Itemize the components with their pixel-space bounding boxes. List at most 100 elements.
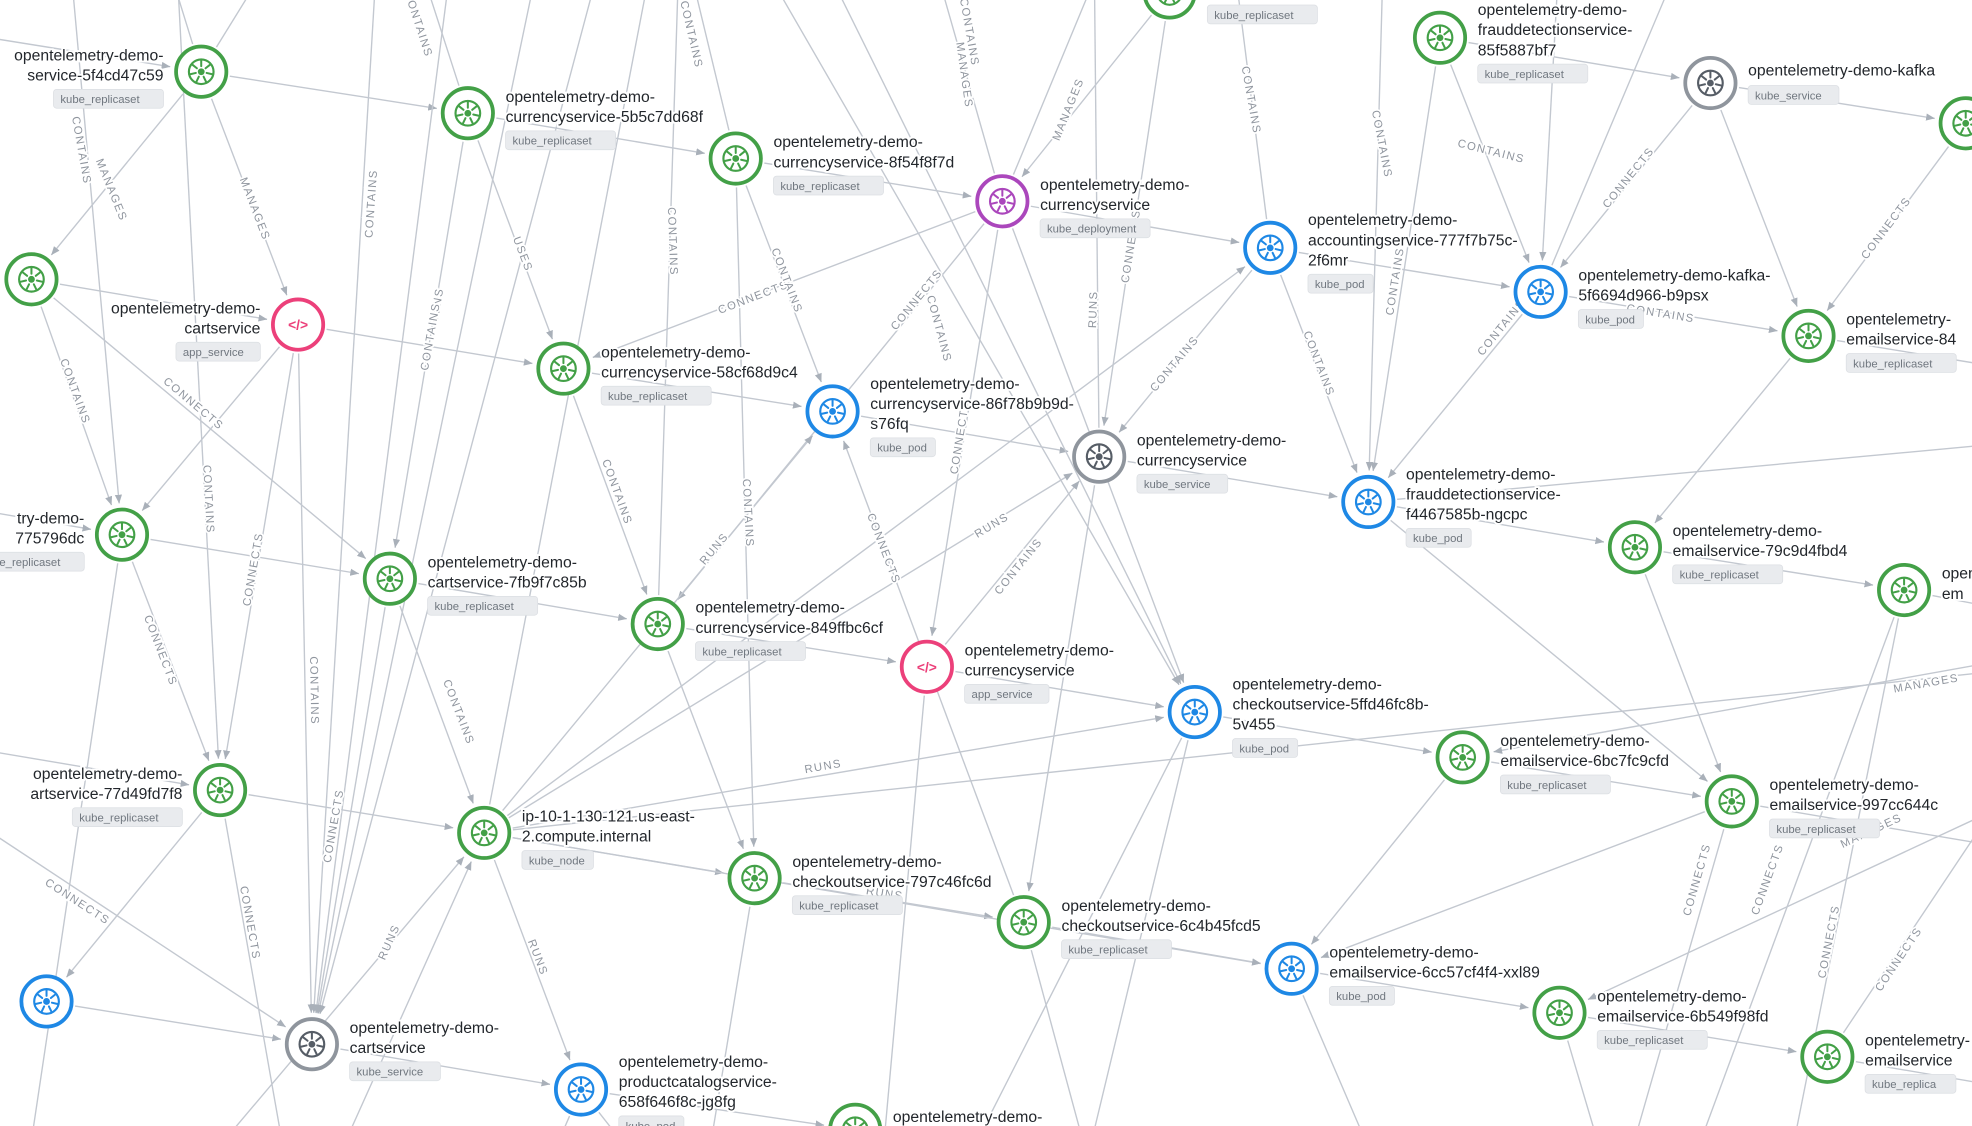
graph-node-n20[interactable]: opentelemetry-demo-cartservice-7fb9f7c85… [362, 551, 589, 616]
graph-edge[interactable] [1932, 594, 1972, 636]
graph-edge[interactable] [327, 861, 472, 1126]
graph-edge[interactable] [131, 561, 210, 761]
graph-edge[interactable] [74, 1005, 282, 1042]
graph-edge[interactable] [141, 346, 281, 512]
graph-edge[interactable] [1569, 295, 1778, 333]
graph-edge[interactable] [1390, 519, 1708, 782]
graph-edge[interactable] [506, 266, 1246, 817]
graph-edge[interactable] [224, 818, 289, 1126]
graph-edge[interactable] [40, 306, 113, 506]
graph-edge[interactable] [1310, 779, 1445, 945]
graph-node-n21[interactable]: opentelemetry-demo-currencyservice-849ff… [630, 596, 886, 661]
graph-edge[interactable] [229, 75, 438, 111]
graph-edge[interactable] [1370, 66, 1437, 472]
graph-edge[interactable] [69, 0, 122, 504]
graph-node-n27[interactable]: ip-10-1-130-121.us-east-2.compute.intern… [457, 805, 697, 870]
graph-edge[interactable] [1026, 485, 1096, 892]
graph-edge[interactable] [0, 805, 287, 1028]
graph-edge[interactable] [314, 607, 386, 1014]
graph-node-n24[interactable]: opentelemetry-demo-emailservice-6bc7fc9c… [1435, 730, 1671, 795]
graph-edge[interactable] [223, 353, 294, 760]
graph-node-n35[interactable]: opentelemetry-demo-productcatalogservice… [553, 1052, 779, 1126]
graph-edge[interactable] [572, 395, 648, 595]
graph-edge[interactable] [326, 328, 533, 366]
graph-edge[interactable] [1720, 109, 1798, 307]
graph-edge[interactable] [1365, 0, 1383, 471]
graph-edge[interactable] [1493, 654, 1972, 754]
graph-edge[interactable] [598, 1111, 654, 1126]
graph-node-n26[interactable]: opentelemetry-demo-artservice-77d49fd7f8… [28, 763, 248, 827]
graph-edge[interactable] [1559, 105, 1693, 268]
graph-edge[interactable] [929, 229, 999, 636]
graph-edge[interactable] [310, 0, 378, 1014]
graph-edge[interactable] [931, 0, 996, 174]
graph-edge[interactable] [53, 297, 367, 560]
graph-edge[interactable] [1587, 790, 1972, 1001]
graph-edge[interactable] [150, 538, 360, 576]
graph-edge[interactable] [956, 737, 1183, 1126]
graph-node-n19[interactable]: try-demo-775796dckube_replicaset [0, 507, 150, 572]
graph-node-n1[interactable]: opentelemetry-demo-service-5f4cd47c59kub… [12, 44, 229, 109]
graph-edge[interactable] [1030, 949, 1094, 1126]
graph-edge[interactable] [297, 353, 315, 1014]
graph-edge[interactable] [667, 650, 745, 850]
graph-edge[interactable] [1685, 616, 1895, 1126]
graph-edge[interactable] [50, 93, 184, 256]
graph-node-n18[interactable]: opentelemetry-em [1877, 563, 1972, 618]
graph-node-n30[interactable]: opentelemetry-demo-emailservice-6cc57cf4… [1264, 941, 1542, 1006]
graph-node-n5[interactable]: opentelemetry-demo-accountingservice-777… [1243, 210, 1520, 294]
graph-edge[interactable] [1021, 14, 1153, 178]
graph-edge[interactable] [392, 141, 464, 548]
graph-edge[interactable] [477, 140, 554, 340]
graph-edge[interactable] [1397, 440, 1972, 501]
graph-node-n12[interactable]: </>opentelemetry-demo-cartserviceapp_ser… [109, 297, 326, 362]
graph-edge[interactable] [318, 0, 604, 1015]
graph-edge[interactable] [59, 283, 268, 322]
graph-edge[interactable] [1551, 0, 1685, 266]
graph-edge[interactable] [1093, 0, 1100, 428]
graph-edge[interactable] [163, 0, 194, 45]
graph-edge[interactable] [1539, 0, 1559, 261]
graph-edge[interactable] [313, 0, 453, 1014]
graph-edge[interactable] [955, 670, 1164, 709]
graph-edge[interactable] [1127, 460, 1338, 499]
graph-edge[interactable] [657, 0, 679, 596]
graph-edge[interactable] [944, 480, 1080, 645]
graph-edge[interactable] [1760, 805, 1972, 853]
graph-edge[interactable] [25, 563, 119, 1126]
graph-node-n28[interactable]: opentelemetry-demo-checkoutservice-797c4… [727, 851, 993, 916]
graph-node-n14[interactable]: opentelemetry-demo-currencyservice-86f78… [805, 374, 1076, 458]
graph-node-n13[interactable]: opentelemetry-demo-currencyservice-58cf6… [536, 341, 800, 406]
graph-node-n34[interactable]: opentelemetry-demo-cartservicekube_servi… [284, 1017, 501, 1082]
graph-edge[interactable] [176, 0, 222, 759]
graph-edge[interactable] [65, 812, 203, 978]
graph-edge[interactable] [215, 0, 276, 48]
graph-edge[interactable] [1842, 780, 1972, 1034]
graph-node-n17[interactable]: opentelemetry-demo-emailservice-79c9d4fb… [1607, 520, 1850, 585]
graph-edge[interactable] [1468, 41, 1680, 80]
graph-edge[interactable] [1826, 146, 1950, 312]
graph-edge[interactable] [0, 501, 92, 532]
graph-edge[interactable] [1082, 740, 1189, 1126]
graph-edge[interactable] [1223, 716, 1432, 755]
graph-edge[interactable] [1280, 274, 1358, 473]
graph-edge[interactable] [512, 715, 1164, 829]
graph-edge[interactable] [1012, 0, 1106, 175]
graph-edge[interactable] [1622, 829, 1725, 1126]
graph-edge[interactable] [1644, 574, 1722, 773]
graph-edge[interactable] [493, 859, 571, 1061]
graph-node-n7[interactable]: opentelemetry-demo-frauddetectionservice… [1412, 0, 1634, 84]
graph-edge[interactable] [1320, 811, 1705, 959]
graph-edge[interactable] [541, 1115, 571, 1126]
graph-edge[interactable] [340, 1048, 551, 1087]
graph-edge[interactable] [745, 185, 822, 383]
graph-edge[interactable] [1450, 64, 1530, 263]
graph-edge[interactable] [1786, 618, 1900, 1126]
graph-edge[interactable] [1387, 313, 1523, 479]
graph-edge[interactable] [1567, 1040, 1610, 1126]
graph-node-n22[interactable]: </>opentelemetry-demo-currencyserviceapp… [899, 639, 1116, 704]
